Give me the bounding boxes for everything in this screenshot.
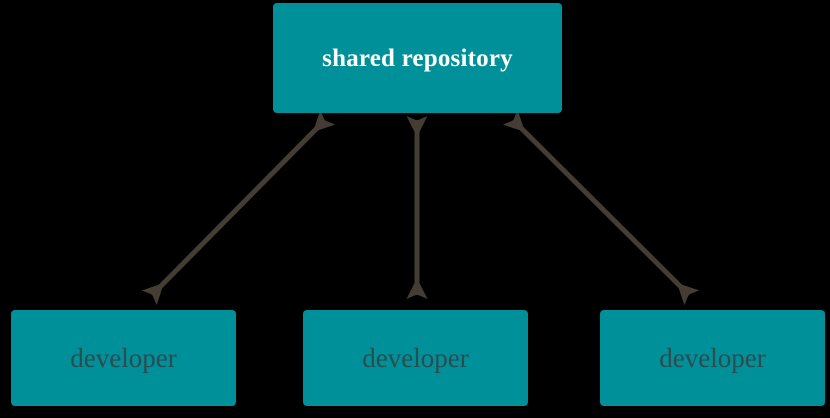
node-developer-middle: developer [303, 310, 528, 406]
node-developer-left-label: developer [70, 342, 177, 373]
node-developer-right-label: developer [659, 342, 766, 373]
node-developer-right: developer [600, 310, 825, 406]
node-developer-middle-label: developer [362, 342, 469, 373]
node-shared-repository-label: shared repository [322, 44, 513, 72]
connector-hub-to-developer-right [502, 109, 700, 306]
connector-hub-to-developer-left [141, 109, 336, 306]
node-developer-left: developer [11, 310, 236, 406]
node-shared-repository: shared repository [273, 3, 562, 113]
